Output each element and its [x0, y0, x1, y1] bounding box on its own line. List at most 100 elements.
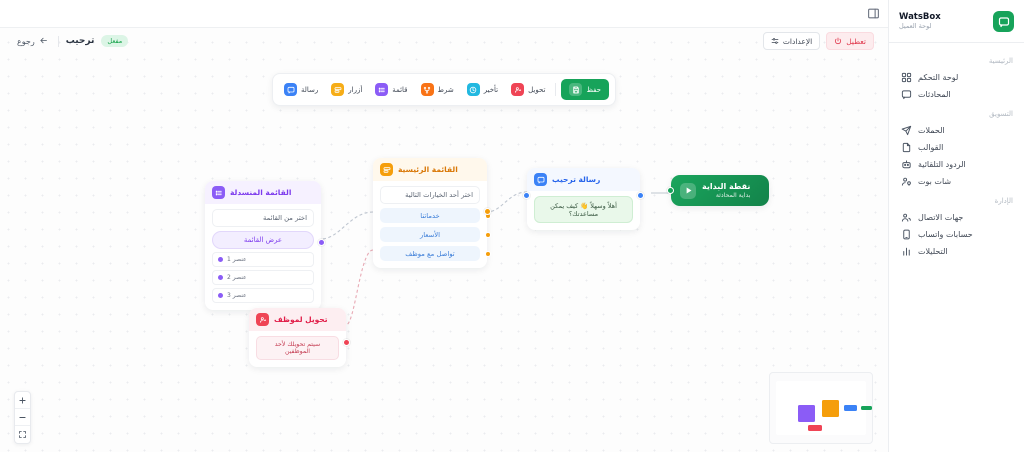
node-welcome-header: رسالة ترحيب: [527, 168, 640, 191]
node-list-item[interactable]: عنصر 2: [212, 270, 314, 285]
settings-button[interactable]: الإعدادات: [762, 32, 821, 50]
port-menu-option-out[interactable]: [485, 231, 491, 238]
palette-item-user-switch-label: تحويل: [528, 85, 546, 94]
list-item-bullet-icon: [218, 257, 223, 262]
arrow-left-icon: [39, 36, 48, 47]
node-list-item[interactable]: عنصر 1: [212, 252, 314, 267]
palette-item-user-switch[interactable]: تحويل: [506, 80, 550, 99]
sidebar-item-label: جهات الاتصال: [918, 213, 964, 222]
zoom-in-button[interactable]: [15, 392, 30, 409]
sidebar-item-2-group-2[interactable]: القوالب: [898, 139, 1015, 156]
list-icon: [212, 186, 225, 199]
node-list-item[interactable]: عنصر 3: [212, 288, 314, 303]
palette-item-clock-label: تأخير: [483, 85, 499, 94]
port-menu-in[interactable]: [484, 208, 491, 215]
minimap-node: [808, 425, 822, 431]
sidebar-item-label: الحملات: [918, 126, 945, 135]
top-bar: [0, 0, 888, 28]
disable-button[interactable]: تعطيل: [826, 32, 874, 50]
node-list-item-label: عنصر 3: [227, 292, 247, 299]
minimap-node: [822, 400, 839, 417]
save-button[interactable]: حفظ: [561, 79, 609, 100]
palette-item-branch-label: شرط: [437, 85, 454, 94]
sidebar-item-label: التحليلات: [918, 247, 948, 256]
node-menu-prompt: اختر أحد الخيارات التالية: [380, 186, 480, 204]
power-off-icon: [834, 37, 842, 45]
port-start-out[interactable]: [667, 187, 674, 194]
sidebar-item-3-group-3[interactable]: التحليلات: [898, 243, 1015, 260]
sidebar-item-2-group-3[interactable]: حسابات واتساب: [898, 226, 1015, 243]
page-title: ترحيب: [65, 36, 95, 46]
port-list-in[interactable]: [318, 239, 325, 246]
sidebar-item-4-group-2[interactable]: شات بوت: [898, 173, 1015, 190]
port-welcome-out[interactable]: [523, 192, 530, 199]
palette-separator: [555, 83, 557, 96]
node-transfer-header: تحويل لموظف: [249, 308, 346, 331]
disable-label: تعطيل: [846, 36, 866, 46]
buttons-icon: [380, 163, 393, 176]
brand[interactable]: WatsBox لوحة العميل: [889, 0, 1024, 42]
palette-item-list[interactable]: قائمة: [370, 80, 412, 99]
port-transfer-in[interactable]: [343, 339, 350, 346]
node-dropdown-list[interactable]: القائمة المنسدلة اختر من القائمة عرض الق…: [205, 181, 325, 310]
message-icon: [284, 83, 298, 96]
panel-right-icon[interactable]: [867, 7, 880, 20]
sidebar-item-label: المحادثات: [918, 90, 951, 99]
sidebar-group-title: التسويق: [989, 110, 1013, 118]
node-list-body: اختر من القائمة عرض القائمة عنصر 1 عنصر 2…: [205, 204, 321, 310]
sidebar-item-1-group-1[interactable]: لوحة التحكم: [898, 69, 1015, 86]
palette-item-clock[interactable]: تأخير: [462, 80, 503, 99]
node-list-item-label: عنصر 1: [227, 256, 247, 263]
bar-chart-icon: [901, 246, 912, 257]
zoom-out-button[interactable]: [15, 409, 30, 426]
node-menu-option-label: الأسعار: [419, 230, 441, 239]
sidebar-nav: الرئيسية لوحة التحكم المحادثات التسويق الحمل…: [889, 43, 1024, 260]
node-main-menu[interactable]: القائمة الرئيسية اختر أحد الخيارات التال…: [373, 158, 491, 268]
back-button[interactable]: رجوع: [14, 34, 51, 49]
minimap-node: [798, 405, 815, 422]
node-menu-option[interactable]: تواصل مع موظف: [380, 246, 491, 261]
sidebar-item-1-group-3[interactable]: جهات الاتصال: [898, 209, 1015, 226]
sidebar-item-2-group-1[interactable]: المحادثات: [898, 86, 1015, 103]
minimap[interactable]: [769, 372, 873, 444]
minimap-node: [861, 406, 872, 410]
clock-icon: [466, 83, 480, 96]
buttons-icon: [331, 83, 345, 96]
chat-bubble-icon: [993, 11, 1014, 32]
node-transfer-note: سيتم تحويلك لأحد الموظفين: [256, 336, 339, 360]
minus-icon: [18, 413, 27, 422]
sidebar-item-3-group-2[interactable]: الردود التلقائية: [898, 156, 1015, 173]
sidebar-item-1-group-2[interactable]: الحملات: [898, 122, 1015, 139]
flow-header: تعطيل الإعدادات مفعل ترحيب: [0, 28, 888, 54]
flow-header-left-actions: تعطيل الإعدادات: [762, 32, 874, 50]
node-list-button[interactable]: عرض القائمة: [212, 231, 314, 249]
node-list-prompt: اختر من القائمة: [212, 209, 314, 227]
node-transfer-title: تحويل لموظف: [274, 315, 328, 324]
port-welcome-in[interactable]: [637, 192, 644, 199]
node-start-title: نقطة البداية: [702, 182, 751, 191]
node-menu-option[interactable]: خدماتنا: [380, 208, 491, 223]
node-menu-option[interactable]: الأسعار: [380, 227, 491, 242]
node-list-item-label: عنصر 2: [227, 274, 247, 281]
port-menu-option-out[interactable]: [485, 250, 491, 257]
sidebar-group-title: الرئيسية: [988, 57, 1013, 65]
node-list-header: القائمة المنسدلة: [205, 181, 321, 204]
fit-view-button[interactable]: [15, 426, 30, 443]
node-start[interactable]: نقطة البداية بداية المحادثة: [667, 175, 769, 206]
palette-item-branch[interactable]: شرط: [416, 80, 459, 99]
canvas-controls[interactable]: [14, 391, 31, 444]
node-welcome-message[interactable]: رسالة ترحيب أهلاً وسهلاً 👋 كيف يمكن مساع…: [523, 168, 644, 230]
palette-item-buttons[interactable]: أزرار: [326, 80, 367, 99]
node-transfer-agent[interactable]: تحويل لموظف سيتم تحويلك لأحد الموظفين: [249, 308, 350, 367]
palette-item-message[interactable]: رسالة: [279, 80, 323, 99]
flow-canvas[interactable]: تعطيل الإعدادات مفعل ترحيب: [0, 0, 888, 452]
phone-icon: [901, 229, 912, 240]
fit-screen-icon: [18, 430, 27, 439]
status-badge: مفعل: [101, 35, 129, 47]
node-menu-title: القائمة الرئيسية: [398, 165, 458, 174]
node-menu-options: خدماتنا الأسعار تواصل مع موظف: [380, 208, 491, 261]
message-square-icon: [901, 89, 912, 100]
save-button-label: حفظ: [586, 85, 601, 94]
